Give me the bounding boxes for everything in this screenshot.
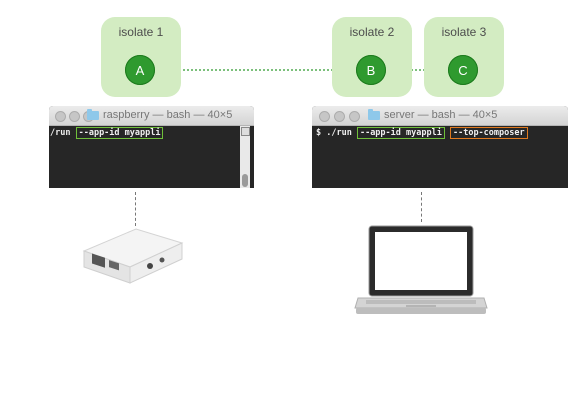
raspberry-command-prefix: /run — [50, 128, 76, 138]
isolate-3-label: isolate 3 — [441, 25, 487, 39]
isolate-1-label: isolate 1 — [118, 25, 164, 39]
raspberry-command-line[interactable]: /run --app-id myappli — [50, 127, 164, 140]
server-terminal-title: server — bash — 40×5 — [384, 109, 498, 121]
server-laptop-icon — [354, 225, 488, 314]
server-app-id-highlight: --app-id myappli — [356, 127, 445, 139]
node-a: A — [125, 55, 155, 85]
close-light-icon[interactable] — [55, 111, 66, 122]
zoom-light-icon[interactable] — [349, 111, 360, 122]
server-connector-line — [421, 192, 422, 222]
server-terminal-titlebar: server — bash — 40×5 — [312, 106, 568, 126]
server-top-composer-highlight: --top-composer — [449, 127, 528, 139]
raspberry-pi-device-icon — [82, 228, 184, 284]
raspberry-terminal-scrollbar[interactable] — [240, 126, 250, 188]
scroll-thumb[interactable] — [242, 174, 248, 187]
raspberry-terminal-window: raspberry — bash — 40×5 /run --app-id my… — [49, 106, 254, 188]
raspberry-terminal-title: raspberry — bash — 40×5 — [103, 109, 233, 121]
minimize-light-icon[interactable] — [334, 111, 345, 122]
node-c: C — [448, 55, 478, 85]
minimize-light-icon[interactable] — [69, 111, 80, 122]
node-b: B — [356, 55, 386, 85]
server-command-line[interactable]: $ ./run --app-id myappli --top-composer — [316, 127, 528, 140]
raspberry-connector-line — [135, 192, 136, 226]
raspberry-terminal-titlebar: raspberry — bash — 40×5 — [49, 106, 254, 126]
scroll-corner-icon — [241, 127, 250, 136]
folder-icon — [368, 109, 380, 120]
server-terminal-window: server — bash — 40×5 $ ./run --app-id my… — [312, 106, 568, 188]
isolate-2-label: isolate 2 — [349, 25, 395, 39]
close-light-icon[interactable] — [319, 111, 330, 122]
raspberry-app-id-highlight: --app-id myappli — [75, 127, 164, 139]
folder-icon — [87, 109, 99, 120]
server-command-prefix: $ ./run — [316, 128, 357, 138]
